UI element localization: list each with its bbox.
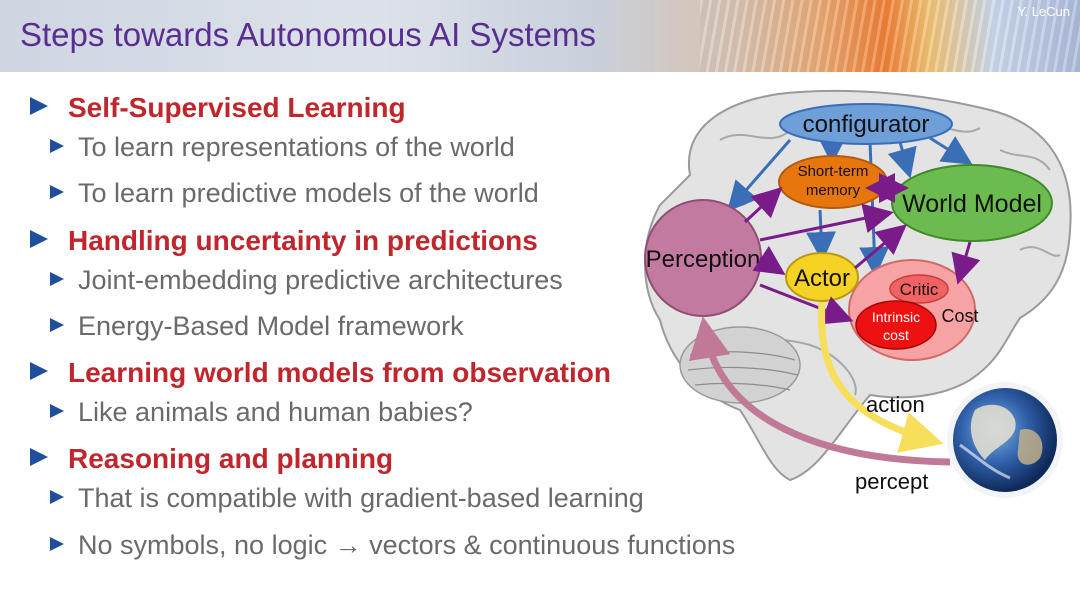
short-term-memory-label-line2: memory bbox=[806, 182, 861, 199]
bullet-label: Handling uncertainty in predictions bbox=[68, 225, 538, 256]
action-label: action bbox=[866, 392, 925, 417]
bullet-learning-world-models: Learning world models from observation bbox=[30, 357, 611, 389]
sub-bullet: Like animals and human babies? bbox=[50, 397, 473, 428]
sub-bullet: That is compatible with gradient-based l… bbox=[50, 483, 644, 514]
header-decoration bbox=[700, 0, 1080, 72]
actor-label: Actor bbox=[794, 265, 850, 292]
intrinsic-cost-label-line1: Intrinsic bbox=[872, 309, 920, 325]
sub-bullet-label: Energy-Based Model framework bbox=[78, 311, 464, 341]
triangle-bullet-icon bbox=[50, 318, 64, 332]
slide-header: Steps towards Autonomous AI Systems Y. L… bbox=[0, 0, 1080, 72]
triangle-bullet-icon bbox=[30, 362, 48, 380]
cost-label: Cost bbox=[941, 306, 978, 326]
percept-arrow bbox=[688, 316, 951, 466]
configurator-node bbox=[779, 103, 953, 145]
sub-bullet: Energy-Based Model framework bbox=[50, 311, 464, 342]
bullet-label: Reasoning and planning bbox=[68, 443, 394, 474]
earth-icon bbox=[947, 382, 1063, 498]
perception-label: Perception bbox=[646, 246, 761, 273]
cognitive-architecture-diagram: configurator Short-term memory World Mod… bbox=[644, 89, 1072, 498]
triangle-bullet-icon bbox=[50, 537, 64, 551]
bullet-reasoning-planning: Reasoning and planning bbox=[30, 443, 393, 475]
triangle-bullet-icon bbox=[50, 404, 64, 418]
slide-title: Steps towards Autonomous AI Systems bbox=[20, 16, 596, 53]
critic-node bbox=[889, 274, 949, 304]
triangle-bullet-icon bbox=[30, 448, 48, 466]
sub-bullet: To learn representations of the world bbox=[50, 132, 515, 163]
action-arrow bbox=[818, 301, 944, 453]
triangle-bullet-icon bbox=[50, 272, 64, 286]
triangle-bullet-icon bbox=[50, 185, 64, 199]
configurator-label: configurator bbox=[803, 111, 930, 138]
short-term-memory-label-line1: Short-term bbox=[798, 163, 869, 180]
triangle-bullet-icon bbox=[30, 230, 48, 248]
world-model-label: World Model bbox=[902, 190, 1042, 218]
triangle-bullet-icon bbox=[50, 139, 64, 153]
intrinsic-cost-node bbox=[855, 300, 937, 350]
percept-label: percept bbox=[855, 469, 928, 494]
sub-bullet-label: To learn predictive models of the world bbox=[78, 178, 539, 208]
sub-bullet-label: Joint-embedding predictive architectures bbox=[78, 265, 563, 295]
sub-bullet: No symbols, no logic → vectors & continu… bbox=[50, 530, 735, 561]
purple-arrows bbox=[743, 173, 981, 325]
triangle-bullet-icon bbox=[50, 490, 64, 504]
bullet-handling-uncertainty: Handling uncertainty in predictions bbox=[30, 225, 538, 257]
world-model-node bbox=[891, 164, 1053, 242]
sub-bullet-label: Like animals and human babies? bbox=[78, 397, 473, 427]
critic-label: Critic bbox=[900, 280, 939, 299]
sub-bullet: To learn predictive models of the world bbox=[50, 178, 539, 209]
intrinsic-cost-label-line2: cost bbox=[883, 327, 909, 343]
slide-author: Y. LeCun bbox=[1017, 4, 1070, 19]
sub-bullet-label: To learn representations of the world bbox=[78, 132, 515, 162]
sub-bullet: Joint-embedding predictive architectures bbox=[50, 265, 563, 296]
bullet-self-supervised-learning: Self-Supervised Learning bbox=[30, 92, 406, 124]
bullet-label: Learning world models from observation bbox=[68, 357, 611, 388]
bullet-label: Self-Supervised Learning bbox=[68, 92, 406, 123]
sub-bullet-label: That is compatible with gradient-based l… bbox=[78, 483, 644, 513]
sub-bullet-label: No symbols, no logic → vectors & continu… bbox=[78, 530, 736, 560]
triangle-bullet-icon bbox=[30, 97, 48, 115]
